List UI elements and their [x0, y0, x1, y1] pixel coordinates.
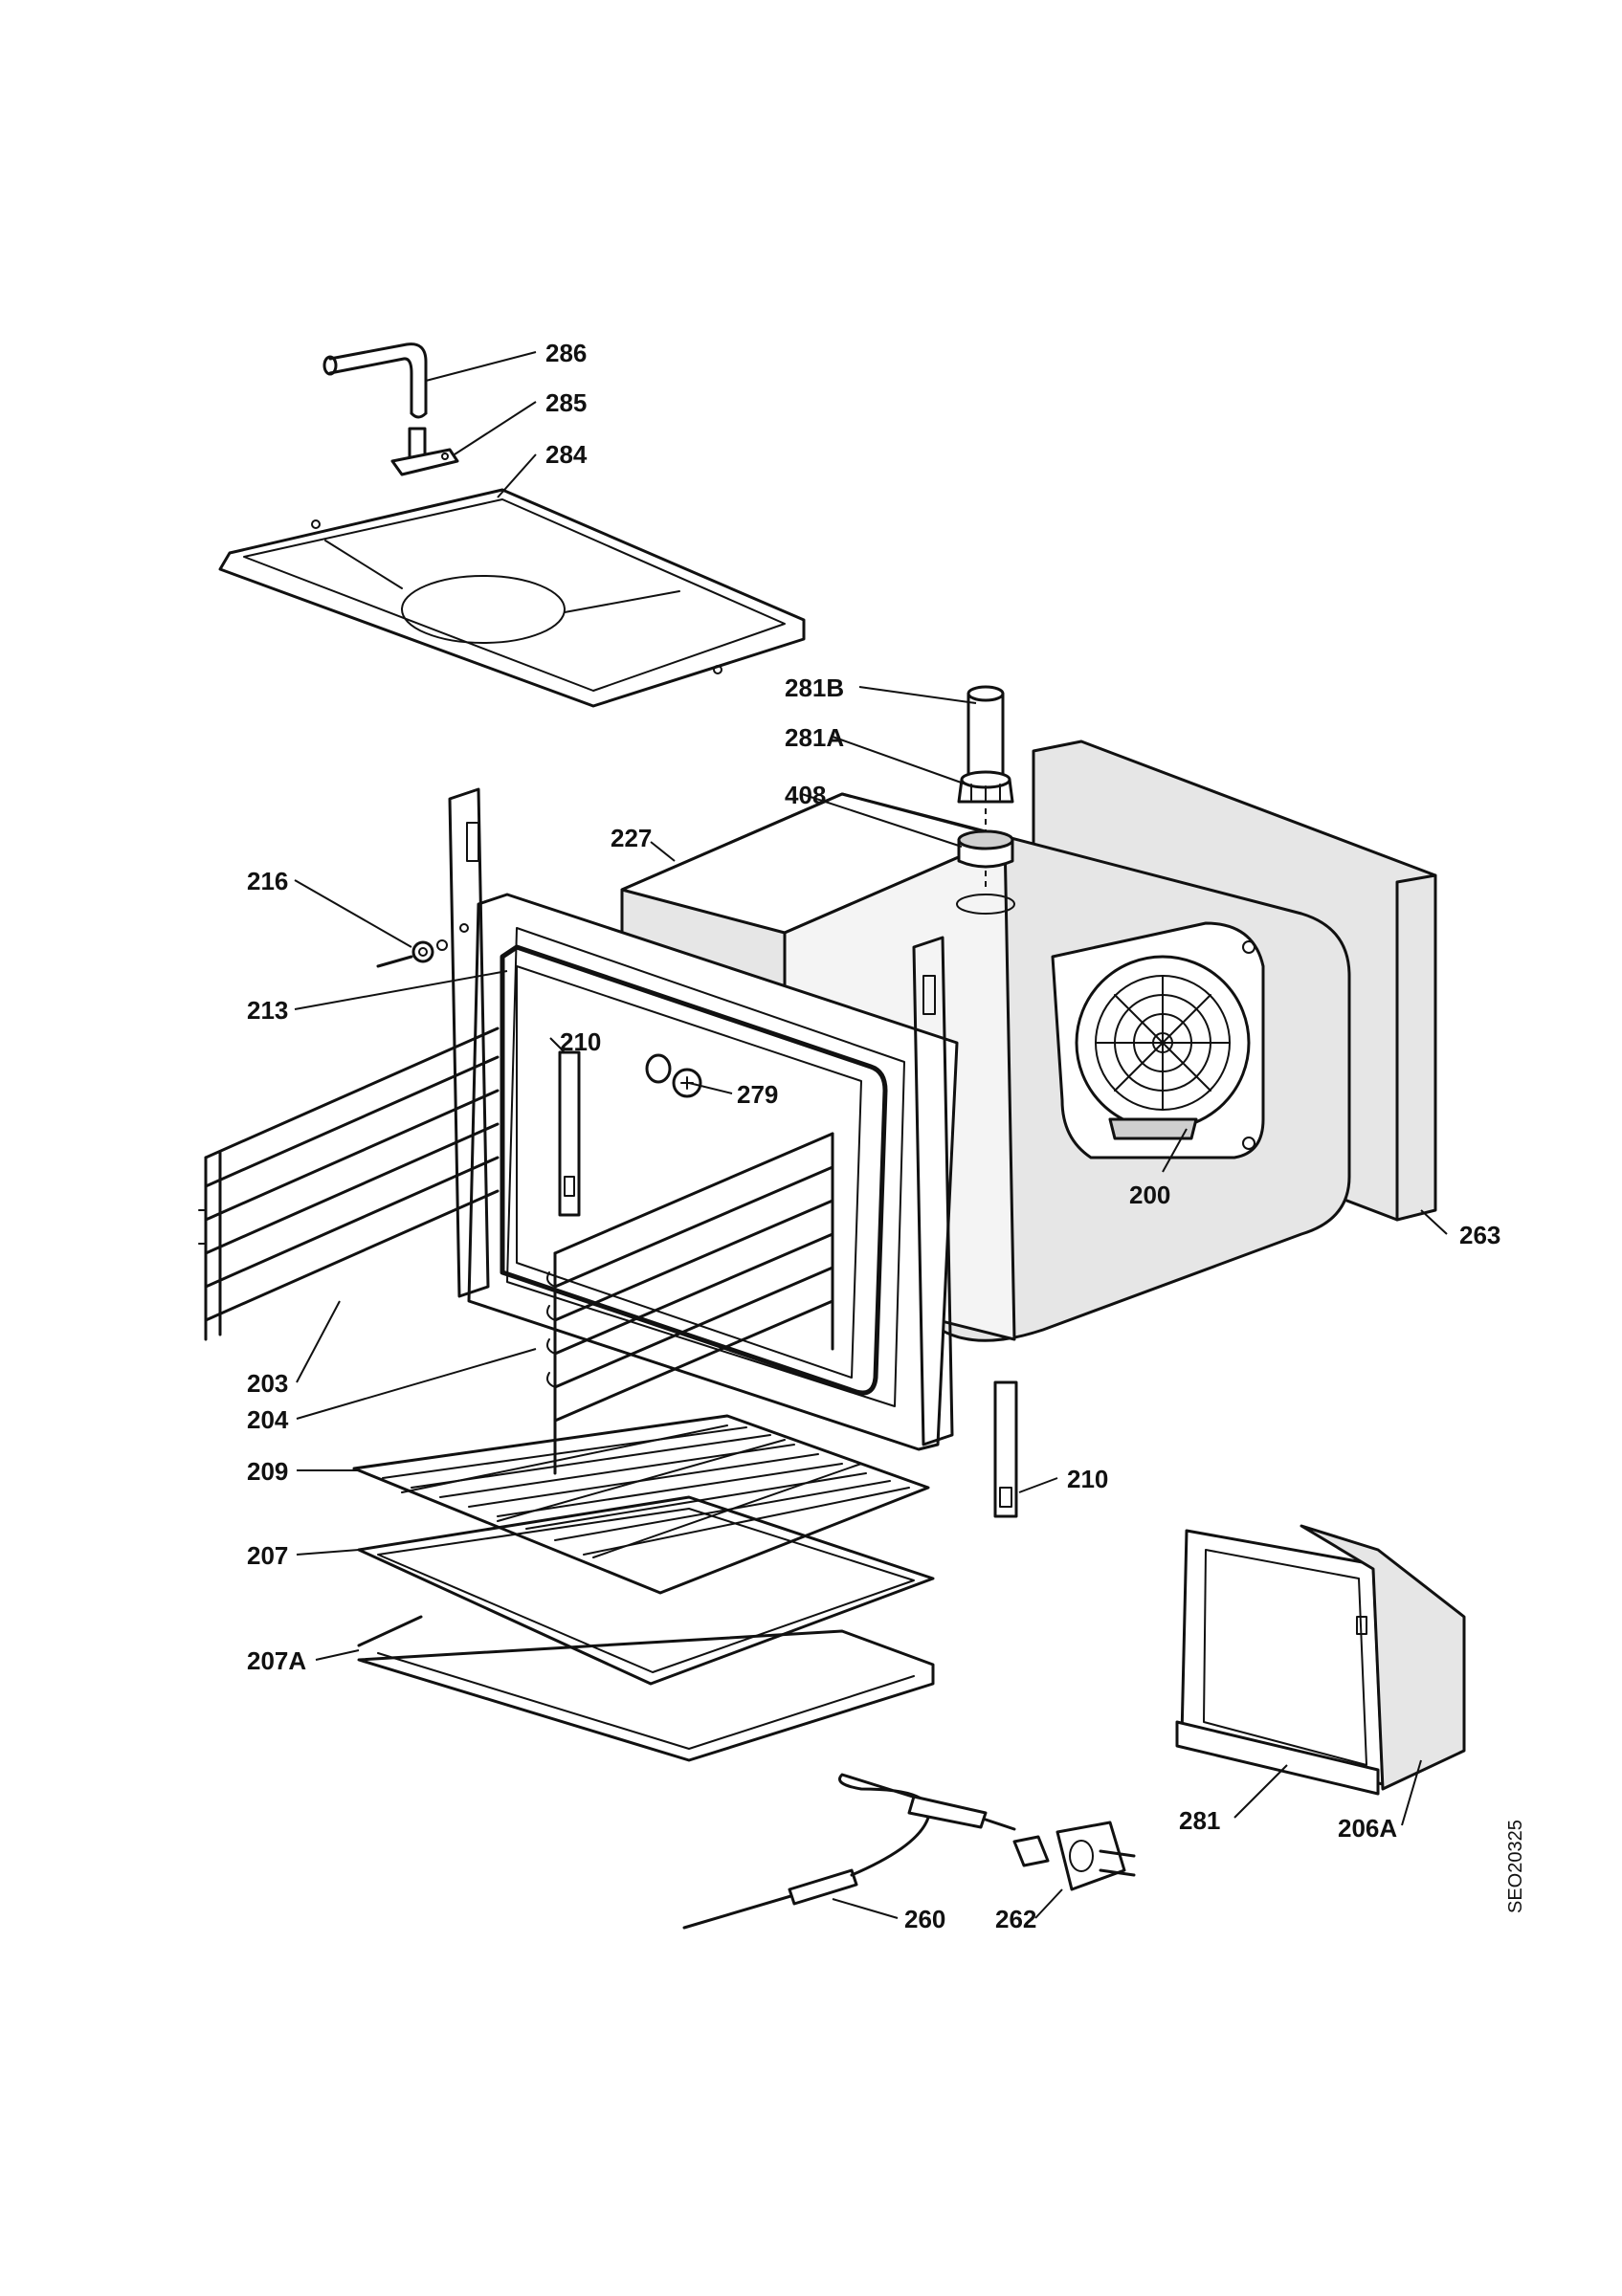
callout-286: 286	[545, 339, 587, 367]
drawing-reference: SEO20325	[1505, 1820, 1526, 1913]
wire-rack-209	[352, 1414, 930, 1595]
fan-assembly-200	[1051, 921, 1265, 1159]
callout-206A: 206A	[1338, 1814, 1397, 1843]
callout-210-bottom: 210	[1067, 1465, 1108, 1493]
callout-200: 200	[1129, 1181, 1170, 1209]
tube-281B	[967, 685, 1005, 782]
callout-263: 263	[1459, 1221, 1500, 1249]
probe-socket-262	[1012, 1821, 1136, 1891]
seal-408	[957, 829, 1014, 869]
callout-260: 260	[904, 1905, 945, 1933]
top-plate-284	[218, 488, 806, 708]
callout-281B: 281B	[785, 673, 844, 702]
callout-281A: 281A	[785, 723, 844, 752]
callout-281: 281	[1179, 1806, 1220, 1835]
callout-408: 408	[785, 781, 826, 809]
shelf-rails-204	[546, 1132, 834, 1475]
callout-262: 262	[995, 1905, 1036, 1933]
shelf-rails-203	[198, 1027, 500, 1341]
flange-285	[390, 427, 459, 476]
runner-210-bottom	[993, 1380, 1018, 1518]
callout-209: 209	[247, 1457, 288, 1486]
nut-281A	[957, 770, 1014, 804]
callout-216: 216	[247, 867, 288, 895]
callout-207A: 207A	[247, 1646, 306, 1675]
screw-216	[376, 923, 469, 968]
filter-frame-281	[1175, 1529, 1385, 1796]
callout-227: 227	[611, 824, 652, 852]
fitting-279	[645, 1053, 702, 1098]
callout-207: 207	[247, 1541, 288, 1570]
tray-207	[357, 1495, 935, 1686]
front-frame-213	[448, 787, 959, 1451]
callout-203: 203	[247, 1369, 288, 1398]
pipe-286	[322, 342, 428, 419]
filter-mesh-206A	[1300, 1524, 1466, 1791]
callout-279: 279	[737, 1080, 778, 1109]
runner-210-top	[558, 1050, 581, 1217]
callout-210-top: 210	[560, 1027, 601, 1056]
meat-probe-260	[682, 1773, 1016, 1930]
callout-213: 213	[247, 996, 288, 1025]
callout-204: 204	[247, 1405, 289, 1434]
leader-lines	[294, 351, 1448, 1919]
callout-284: 284	[545, 440, 588, 469]
door-seal	[500, 944, 888, 1396]
callout-285: 285	[545, 388, 587, 417]
baking-sheet-207A	[357, 1615, 935, 1762]
